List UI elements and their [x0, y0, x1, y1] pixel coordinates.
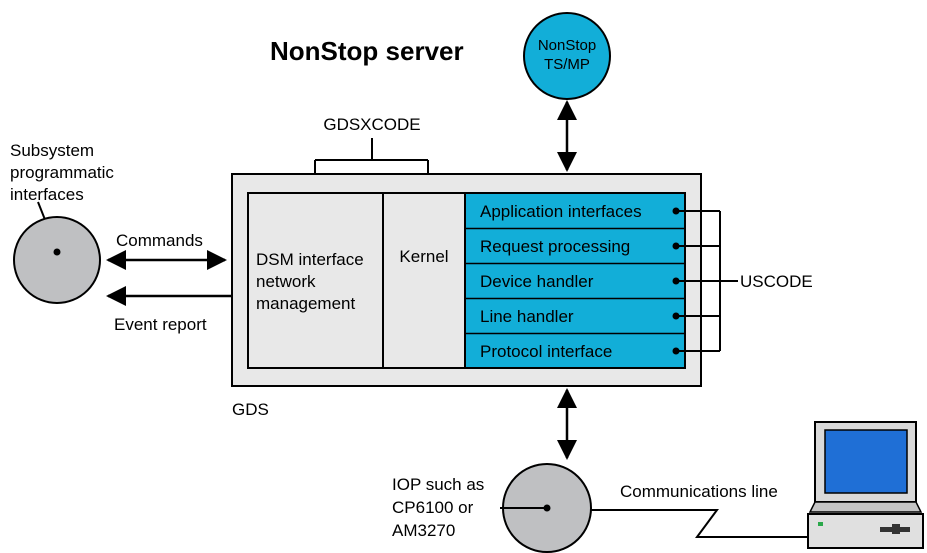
event-report-label: Event report [114, 315, 207, 334]
gdsxcode-bracket [314, 138, 429, 208]
tsmp-label-line1: NonStop [538, 37, 596, 54]
comm-line-zigzag [591, 509, 812, 538]
computer-terminal-icon [807, 421, 924, 549]
subsystem-label-line2: programmatic [10, 163, 114, 182]
dsm-label-line1: DSM interface [256, 250, 364, 269]
subsystem-dot [53, 248, 61, 256]
kernel-label: Kernel [399, 247, 448, 266]
uscode-item-label: Protocol interface [480, 342, 612, 361]
tsmp-node: NonStop TS/MP [523, 12, 611, 100]
iop-label-line3: AM3270 [392, 521, 455, 540]
uscode-bracket [676, 210, 738, 352]
tsmp-label-line2: TS/MP [544, 56, 590, 73]
uscode-item-label: Line handler [480, 307, 574, 326]
gdsxcode-label: GDSXCODE [323, 115, 420, 134]
iop-label-line1: IOP such as [392, 475, 484, 494]
uscode-stack: Application interfaces Request processin… [466, 194, 685, 367]
iop-label-line2: CP6100 or [392, 498, 474, 517]
uscode-row-protocol-interface [466, 334, 684, 367]
uscode-label: USCODE [740, 272, 813, 291]
uscode-row-device-handler [466, 264, 684, 298]
uscode-row-line-handler [466, 299, 684, 333]
comm-line-label: Communications line [620, 482, 778, 501]
commands-label: Commands [116, 231, 203, 250]
subsystem-circle [13, 216, 101, 304]
subsystem-label-line3: interfaces [10, 185, 84, 204]
gds-label: GDS [232, 400, 269, 419]
subsystem-label-line1: Subsystem [10, 141, 94, 160]
uscode-row-request-processing [466, 229, 684, 263]
dsm-label-line3: management [256, 294, 356, 313]
uscode-row-application-interfaces [466, 194, 684, 228]
uscode-item-label: Application interfaces [480, 202, 642, 221]
iop-dot [543, 504, 551, 512]
uscode-item-label: Device handler [480, 272, 594, 291]
dsm-label-line2: network [256, 272, 316, 291]
diagram-title: NonStop server [270, 36, 464, 66]
uscode-item-label: Request processing [480, 237, 630, 256]
